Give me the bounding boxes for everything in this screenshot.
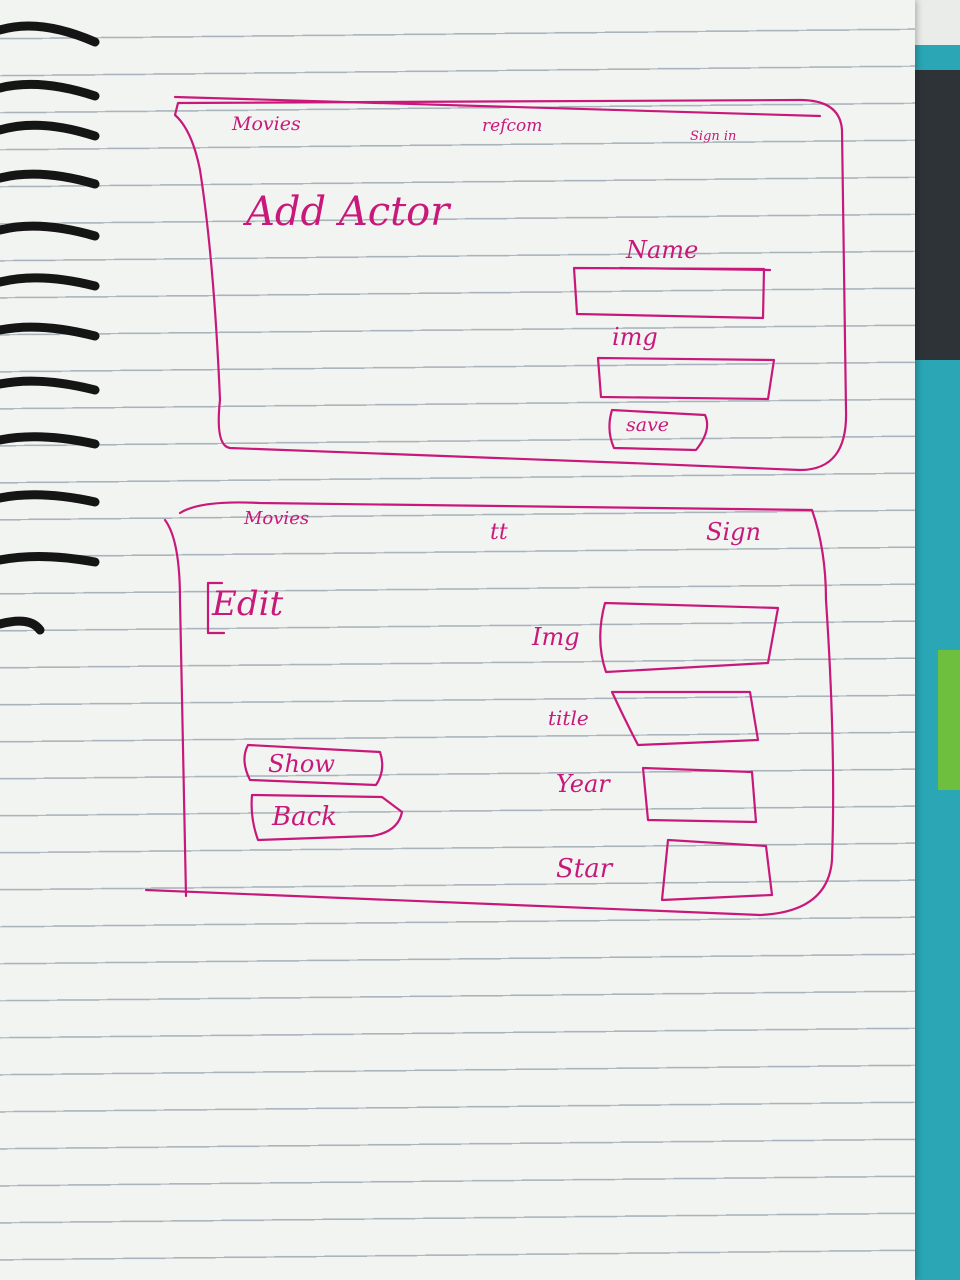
name-field-box: [572, 266, 766, 320]
title-field-box: [610, 690, 760, 747]
year-field-box: [641, 766, 758, 824]
show-button-outline: [243, 743, 384, 787]
title-field-label: title: [548, 706, 589, 730]
back-button-outline: [250, 793, 404, 842]
show-button-label: Show: [268, 750, 335, 778]
top-page-title: Add Actor: [246, 189, 450, 235]
img-field-box-edit: [599, 601, 780, 674]
bottom-page-title: Edit: [212, 584, 284, 624]
img-field-box: [596, 356, 776, 401]
background-green-edge: [938, 650, 960, 790]
save-button-label: save: [626, 414, 670, 436]
back-button-label: Back: [272, 802, 337, 832]
notebook-page: [0, 0, 915, 1280]
name-field-label: Name: [626, 236, 699, 264]
top-nav-center: refcom: [482, 116, 543, 136]
star-field-box: [660, 838, 774, 902]
img-field-label: img: [612, 323, 658, 351]
top-nav-signin: Sign in: [690, 129, 737, 144]
star-field-label: Star: [556, 854, 613, 884]
background-object: [915, 70, 960, 360]
save-button-outline: [608, 408, 709, 452]
bottom-frame-outline: [144, 501, 835, 917]
bottom-nav-movies: Movies: [244, 508, 310, 529]
bottom-nav-center: tt: [490, 520, 508, 545]
spiral-binding: [0, 21, 100, 635]
top-frame-header-line: [173, 95, 822, 118]
bottom-nav-sign: Sign: [706, 518, 761, 546]
top-nav-movies: Movies: [232, 113, 301, 135]
year-field-label: Year: [556, 770, 610, 798]
img-field-label-edit: Img: [532, 623, 580, 651]
top-frame-outline: [173, 98, 848, 472]
